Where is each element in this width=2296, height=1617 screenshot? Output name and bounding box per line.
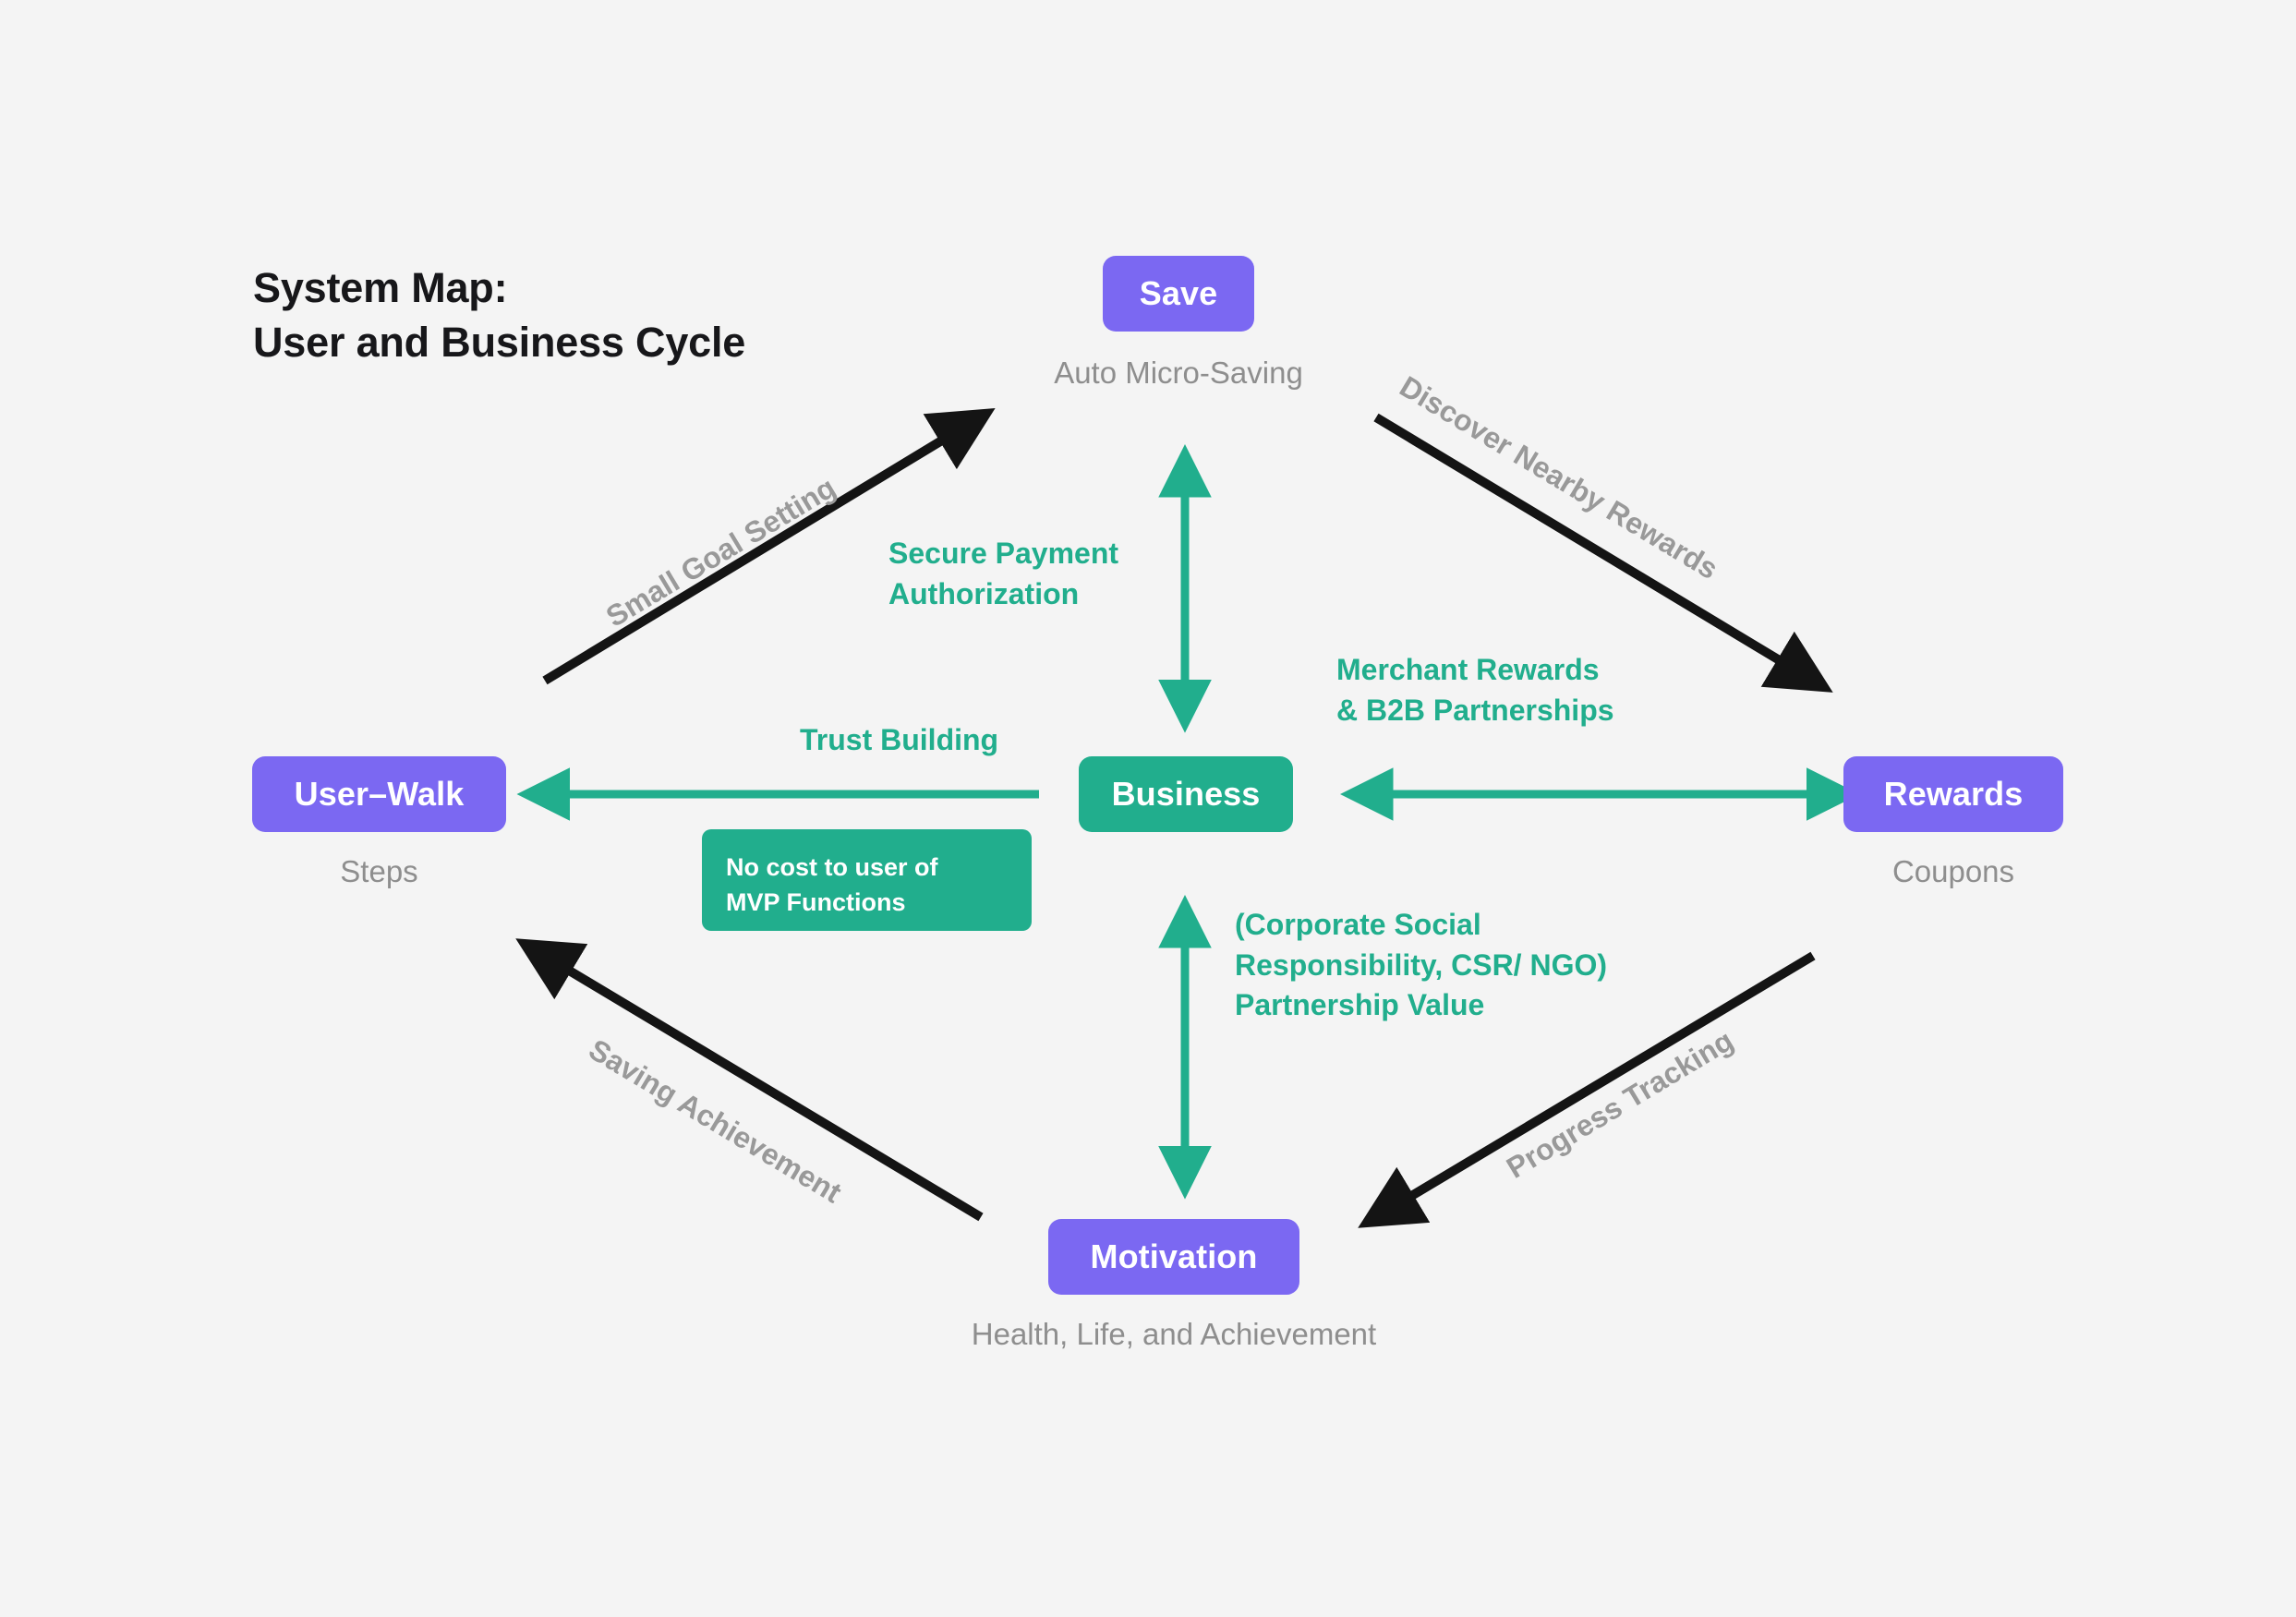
node-business-label: Business xyxy=(1111,775,1261,813)
edge-label-merchant-rewards-line-1: Merchant Rewards xyxy=(1336,653,1600,686)
edge-label-merchant-rewards: Merchant Rewards & B2B Partnerships xyxy=(1336,650,1614,730)
node-rewards-caption: Coupons xyxy=(1891,854,2015,888)
edge-save-to-rewards xyxy=(1373,413,1833,693)
edge-label-secure-payment: Secure Payment Authorization xyxy=(888,534,1118,614)
node-rewards-label: Rewards xyxy=(1883,775,2024,813)
edge-label-csr-partnership: (Corporate Social Responsibility, CSR/ N… xyxy=(1235,905,1607,1026)
edge-label-csr-line-3: Partnership Value xyxy=(1235,988,1485,1022)
node-user-walk-label: User–Walk xyxy=(294,775,465,813)
callout-line-1: No cost to user of xyxy=(726,853,938,881)
node-user-walk-caption: Steps xyxy=(340,854,418,888)
node-save-caption: Auto Micro-Saving xyxy=(1054,356,1303,390)
edge-rewards-to-motivation xyxy=(1358,951,1816,1228)
node-user-walk[interactable]: User–Walk xyxy=(252,756,506,832)
callout-no-cost-mvp: No cost to user of MVP Functions xyxy=(702,829,1032,931)
edge-label-csr-line-1: (Corporate Social xyxy=(1235,908,1481,941)
page-title-line-1: System Map: xyxy=(253,264,508,311)
edge-label-secure-payment-line-1: Secure Payment xyxy=(888,537,1119,570)
node-motivation[interactable]: Motivation xyxy=(1048,1219,1299,1295)
page-title-line-2: User and Business Cycle xyxy=(253,319,746,367)
node-save-label: Save xyxy=(1139,274,1218,312)
edge-label-secure-payment-line-2: Authorization xyxy=(888,576,1080,610)
node-motivation-label: Motivation xyxy=(1090,1237,1258,1275)
node-motivation-caption: Health, Life, and Achievement xyxy=(971,1317,1377,1351)
edge-label-trust-building: Trust Building xyxy=(800,723,999,756)
edge-motivation-to-user xyxy=(515,938,984,1222)
callout-line-2: MVP Functions xyxy=(726,888,906,917)
edge-label-merchant-rewards-line-2: & B2B Partnerships xyxy=(1336,693,1614,727)
edge-user-to-save xyxy=(542,407,996,685)
node-business[interactable]: Business xyxy=(1079,756,1293,832)
page-title: System Map: User and Business Cycle xyxy=(253,260,745,370)
node-rewards[interactable]: Rewards xyxy=(1843,756,2063,832)
node-save[interactable]: Save xyxy=(1103,256,1254,332)
edge-label-csr-line-2: Responsibility, CSR/ NGO) xyxy=(1235,947,1607,982)
